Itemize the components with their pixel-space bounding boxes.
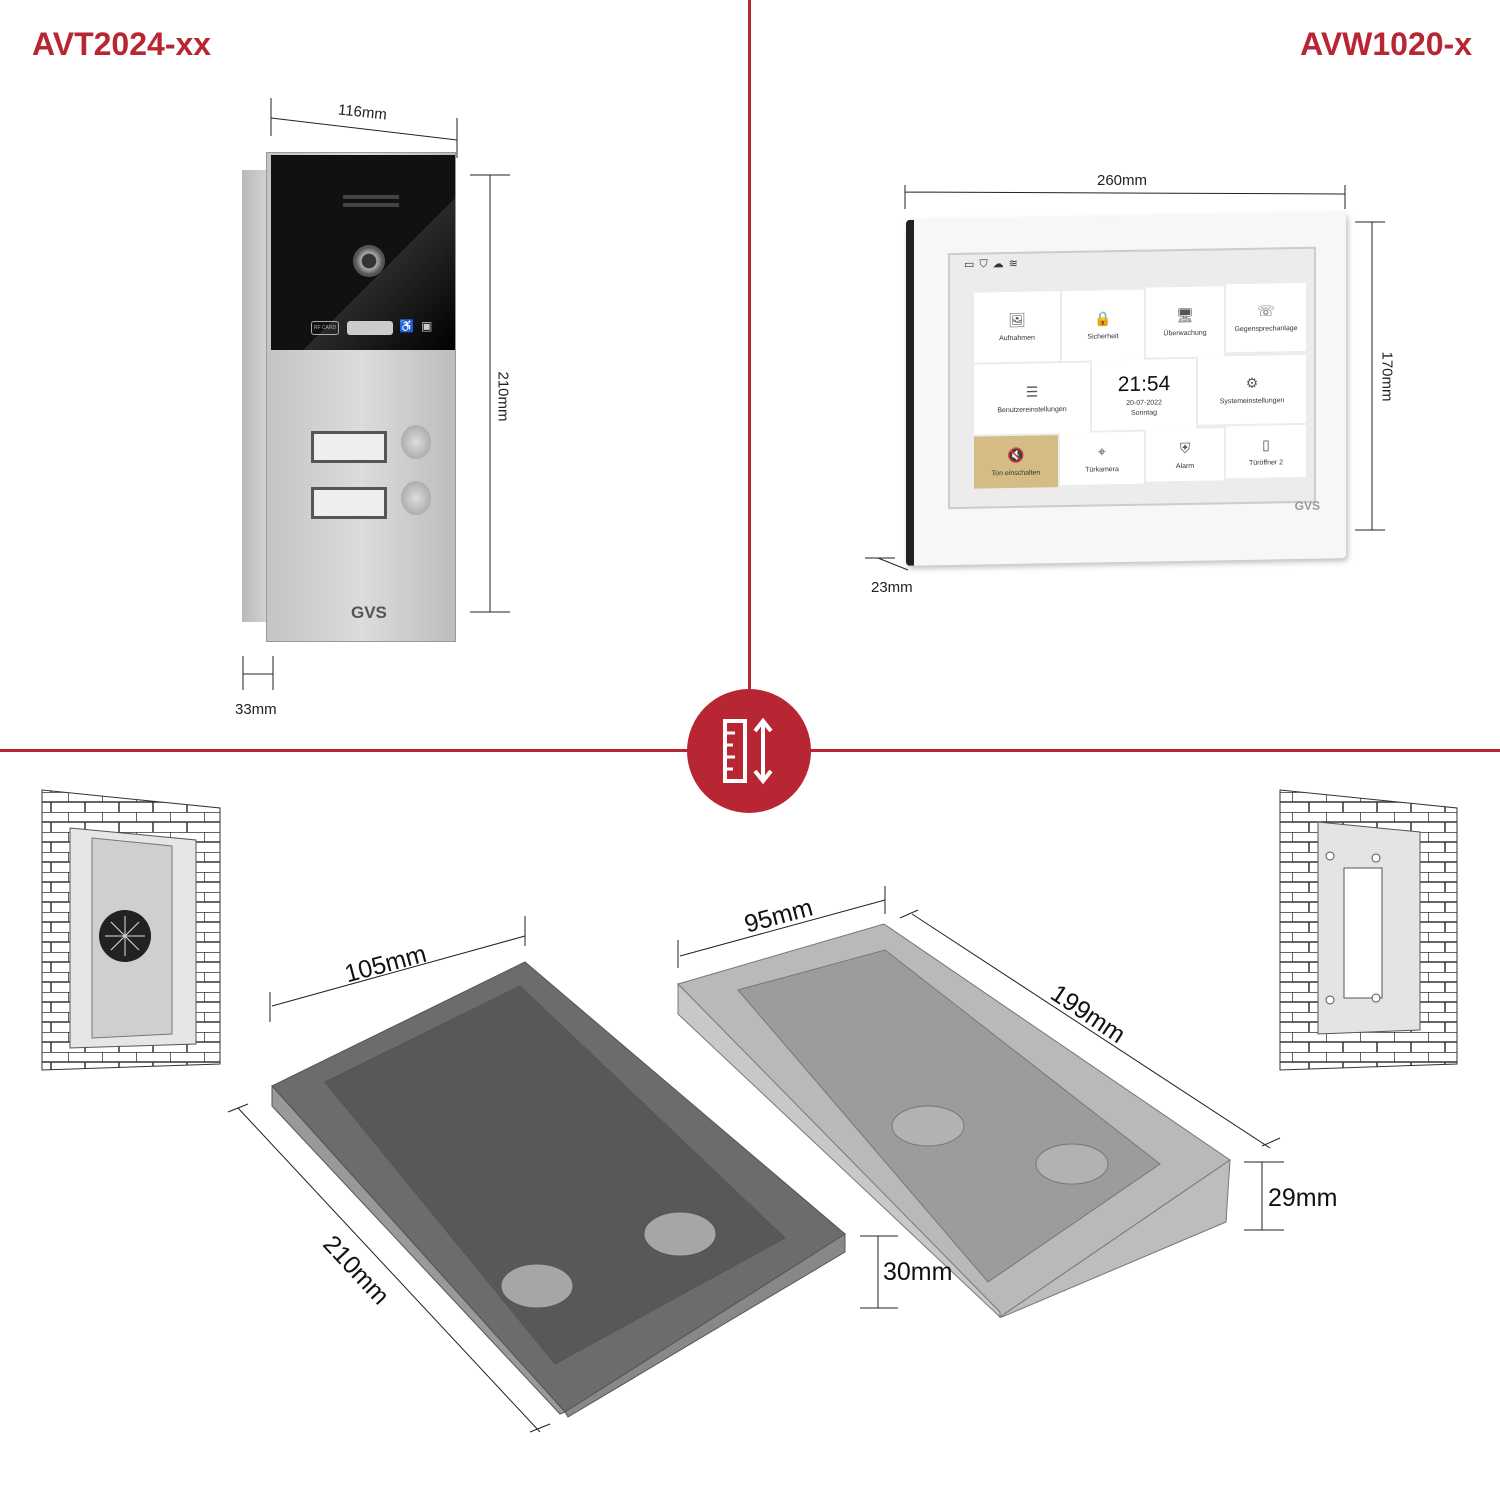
surface-mount-wall-right <box>1279 789 1458 1071</box>
door-depth-label: 33mm <box>235 701 277 718</box>
monitor-width-label: 260mm <box>1097 172 1148 189</box>
photos-icon: 🖼 <box>1008 311 1026 329</box>
brand-logo: GVS <box>351 603 387 622</box>
door-dimension-lines <box>242 98 510 690</box>
flush-mount-box <box>271 961 846 1418</box>
call-button-1[interactable] <box>401 425 431 459</box>
surface-mount-box <box>677 923 1231 1319</box>
monitor-icon: 🖥 <box>1176 306 1194 324</box>
tile-benutzereinstellungen[interactable]: ☰Benutzereinstellungen <box>974 362 1090 435</box>
camera-icon: ⌖ <box>1098 443 1106 460</box>
box-left-height-label: 30mm <box>883 1258 953 1286</box>
monitor-depth-label: 23mm <box>871 579 913 596</box>
ruler-badge <box>687 689 811 813</box>
door-icon: ▯ <box>1262 436 1270 453</box>
left-product-title: AVT2024-xx <box>32 26 212 62</box>
flush-mount-wall-left <box>41 789 221 1071</box>
mute-icon: 🔇 <box>1007 446 1025 464</box>
intercom-icon: ☏ <box>1257 302 1275 319</box>
name-plate-1 <box>311 431 387 463</box>
camera-lens <box>353 245 385 277</box>
gear-icon: ⚙ <box>1245 374 1259 391</box>
name-plate-2 <box>311 487 387 519</box>
tile-tueroeffner-2[interactable]: ▯Türöffner 2 <box>1226 424 1306 479</box>
door-height-label: 210mm <box>494 371 512 422</box>
clock-time: 21:54 <box>1117 372 1171 397</box>
wheelchair-icon: ♿ <box>399 319 414 333</box>
rf-card-icon: RF CARD <box>311 321 339 335</box>
ruler-icon <box>723 717 773 785</box>
glass-panel: RF CARD ♿ ▣ <box>271 155 455 350</box>
status-bar: ▭⛉☁≋ <box>964 257 1023 272</box>
door-station-front: RF CARD ♿ ▣ GVS <box>266 152 456 642</box>
monitor-icon: ▭ <box>964 258 980 271</box>
wifi-icon: ≋ <box>1008 257 1023 271</box>
tile-aufnahmen[interactable]: 🖼Aufnahmen <box>974 291 1060 363</box>
monitor-dimension-lines <box>865 185 1385 571</box>
tile-ton-einschalten[interactable]: 🔇Ton einschalten <box>974 435 1058 489</box>
cloud-lock-icon: ☁ <box>992 258 1009 271</box>
package-icon: ▣ <box>421 319 433 333</box>
box-right-height-label: 29mm <box>1268 1184 1338 1212</box>
alarm-shield-icon: ⛨ <box>1179 439 1191 457</box>
clock-date: 20-07-2022 <box>1126 399 1162 407</box>
tile-sicherheit[interactable]: 🔒Sicherheit <box>1062 289 1144 362</box>
lock-icon: 🔒 <box>1094 310 1112 327</box>
right-product-title: AVW1020-x <box>1300 26 1472 62</box>
clock-day: Sonntag <box>1130 409 1158 417</box>
tile-ueberwachung[interactable]: 🖥Überwachung <box>1146 286 1224 358</box>
tile-gegensprechanlage[interactable]: ☏Gegensprechanlage <box>1226 282 1306 353</box>
shield-icon: ⛉ <box>979 258 993 271</box>
monitor-brand-logo: GVS <box>1294 498 1320 514</box>
clock-tile: 21:54 20-07-2022 Sonntag <box>1092 358 1196 431</box>
vertical-divider <box>748 0 751 750</box>
call-button-2[interactable] <box>401 481 431 515</box>
tile-alarm[interactable]: ⛨Alarm <box>1146 428 1224 482</box>
tile-systemeinstellungen[interactable]: ⚙Systemeinstellungen <box>1198 354 1306 425</box>
mounting-boxes-illustration <box>41 789 1458 1433</box>
speaker-grille <box>343 195 399 199</box>
monitor-screen: ▭⛉☁≋ 🖼Aufnahmen 🔒Sicherheit 🖥Überwachung… <box>948 246 1316 510</box>
monitor-height-label: 170mm <box>1378 351 1396 402</box>
monitor: ▭⛉☁≋ 🖼Aufnahmen 🔒Sicherheit 🖥Überwachung… <box>906 212 1346 566</box>
sliders-icon: ☰ <box>1025 383 1039 400</box>
keypad-strip <box>347 321 393 335</box>
tile-tuerkamera[interactable]: ⌖Türkamera <box>1060 431 1144 486</box>
